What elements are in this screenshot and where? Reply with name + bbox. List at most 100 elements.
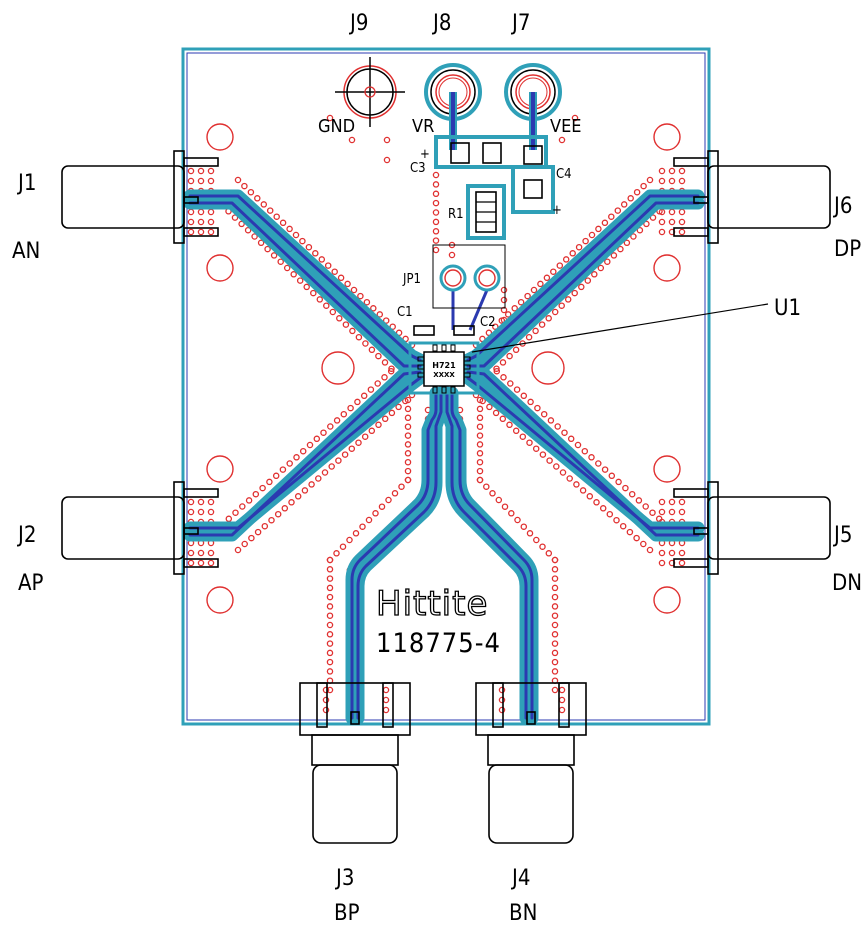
via bbox=[498, 686, 506, 694]
via bbox=[571, 114, 579, 122]
via bbox=[658, 167, 666, 175]
via bbox=[506, 352, 513, 360]
via bbox=[322, 696, 330, 704]
via bbox=[251, 233, 258, 240]
via bbox=[350, 286, 358, 294]
via bbox=[668, 208, 676, 216]
via bbox=[551, 649, 559, 657]
via bbox=[247, 188, 255, 196]
via bbox=[365, 516, 373, 524]
via bbox=[312, 250, 319, 257]
via bbox=[197, 559, 205, 567]
via bbox=[551, 584, 559, 592]
label-c2: C2 bbox=[480, 315, 496, 330]
via bbox=[486, 403, 493, 411]
via bbox=[476, 467, 484, 475]
via bbox=[187, 228, 195, 236]
via bbox=[517, 298, 525, 306]
via bbox=[322, 706, 330, 714]
via bbox=[370, 305, 377, 312]
via bbox=[601, 466, 609, 473]
via bbox=[492, 409, 500, 417]
via bbox=[266, 478, 273, 486]
via bbox=[238, 220, 245, 228]
via bbox=[678, 177, 686, 185]
via bbox=[378, 503, 386, 510]
via bbox=[382, 686, 390, 694]
via bbox=[207, 177, 215, 185]
via bbox=[355, 439, 362, 446]
silkscreen-labels: J9 J8 J7 GND VR VEE J1 AN J2 AP J6 DP J5… bbox=[12, 11, 862, 926]
via bbox=[504, 311, 512, 318]
via bbox=[567, 435, 575, 443]
via bbox=[627, 195, 634, 202]
via bbox=[551, 556, 559, 564]
via bbox=[333, 550, 340, 557]
u1-leader-line bbox=[471, 303, 769, 353]
via bbox=[347, 404, 354, 412]
via bbox=[668, 549, 676, 557]
via bbox=[388, 409, 396, 417]
label-gnd: GND bbox=[318, 116, 355, 137]
via bbox=[640, 540, 647, 548]
via bbox=[266, 207, 274, 214]
via bbox=[610, 252, 618, 259]
via bbox=[678, 218, 686, 226]
via bbox=[404, 414, 412, 422]
via bbox=[354, 398, 361, 406]
via bbox=[678, 559, 686, 567]
via bbox=[500, 374, 507, 381]
via bbox=[623, 239, 631, 247]
via bbox=[508, 510, 515, 517]
via bbox=[500, 286, 508, 294]
via bbox=[244, 226, 252, 234]
via bbox=[620, 201, 628, 208]
via bbox=[320, 429, 327, 436]
via bbox=[357, 292, 364, 300]
via bbox=[571, 289, 578, 297]
via bbox=[558, 302, 565, 309]
via bbox=[658, 177, 666, 185]
via bbox=[593, 499, 600, 506]
via bbox=[207, 167, 215, 175]
via bbox=[543, 274, 551, 282]
via bbox=[633, 188, 641, 196]
via bbox=[207, 208, 215, 216]
via bbox=[264, 245, 271, 253]
via bbox=[588, 454, 595, 461]
via bbox=[292, 231, 300, 239]
via bbox=[586, 493, 594, 500]
via bbox=[382, 696, 390, 704]
via bbox=[513, 386, 521, 393]
jumper-jp1 bbox=[432, 244, 506, 309]
via bbox=[615, 478, 622, 486]
via bbox=[207, 508, 215, 516]
via bbox=[678, 508, 686, 516]
via bbox=[225, 515, 233, 523]
via bbox=[391, 490, 399, 497]
via bbox=[559, 469, 567, 476]
via bbox=[558, 696, 566, 704]
via bbox=[476, 476, 484, 484]
via bbox=[432, 171, 440, 179]
label-dn: DN bbox=[832, 571, 862, 596]
via bbox=[578, 283, 585, 291]
via bbox=[383, 156, 391, 164]
via bbox=[573, 481, 580, 488]
via bbox=[601, 219, 609, 227]
via bbox=[254, 195, 261, 202]
via bbox=[678, 167, 686, 175]
via bbox=[628, 490, 636, 498]
via bbox=[283, 264, 291, 272]
via bbox=[335, 457, 342, 464]
via bbox=[498, 706, 506, 714]
via bbox=[476, 432, 484, 439]
via bbox=[626, 528, 634, 536]
via bbox=[268, 516, 275, 524]
via bbox=[545, 315, 552, 322]
via bbox=[579, 487, 587, 494]
via bbox=[381, 359, 389, 366]
via bbox=[326, 649, 334, 657]
via bbox=[619, 522, 627, 530]
via bbox=[584, 277, 592, 284]
